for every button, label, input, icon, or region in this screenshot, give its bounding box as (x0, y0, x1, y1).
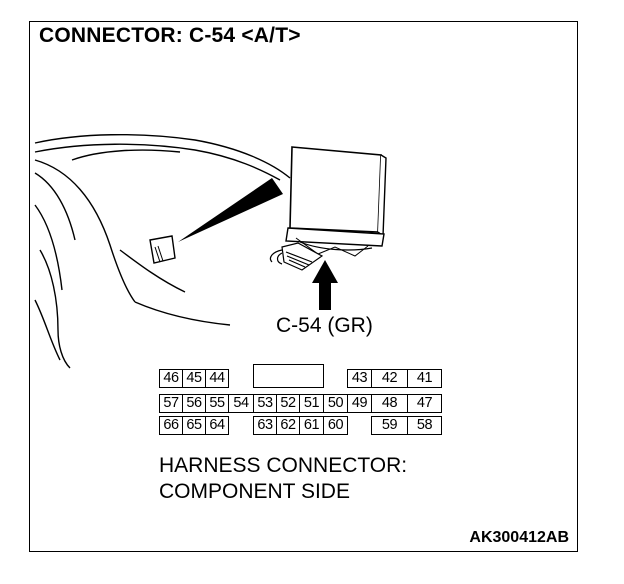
pointer-arrow (312, 260, 338, 310)
pin-cell: 60 (323, 416, 348, 435)
page-title: CONNECTOR: C-54 <A/T> (39, 24, 301, 47)
dash-connector-location (149, 178, 283, 264)
pin-cell: 65 (182, 416, 206, 435)
pin-cell: 45 (182, 369, 206, 388)
harness-plug (269, 242, 324, 271)
pin-cell: 52 (276, 394, 300, 413)
pin-cell: 66 (159, 416, 183, 435)
control-unit-box (285, 146, 387, 257)
pin-cell: 57 (159, 394, 183, 413)
connector-label: C-54 (GR) (276, 314, 373, 337)
figure-code: AK300412AB (469, 529, 569, 546)
pin-cell: 44 (205, 369, 229, 388)
dashboard-outline (34, 133, 291, 369)
pin-cell: 51 (299, 394, 324, 413)
pin-cell: 49 (347, 394, 372, 413)
pin-cell: 58 (407, 416, 442, 435)
harness-caption-line: COMPONENT SIDE (159, 480, 350, 503)
pin-cell: 47 (407, 394, 442, 413)
pin-cell: 53 (253, 394, 277, 413)
pin-cell: 43 (347, 369, 372, 388)
pin-cell: 54 (228, 394, 254, 413)
pin-cell: 50 (323, 394, 348, 413)
figure-frame (29, 21, 578, 552)
pin-cell: 56 (182, 394, 206, 413)
pin-cell: 63 (253, 416, 277, 435)
pin-cell: 42 (371, 369, 408, 388)
connector-lock-tab (253, 364, 324, 388)
pin-cell: 62 (276, 416, 300, 435)
pin-cell: 64 (205, 416, 229, 435)
pin-cell: 59 (371, 416, 408, 435)
pin-cell: 61 (299, 416, 324, 435)
pin-cell: 55 (205, 394, 229, 413)
harness-caption-line: HARNESS CONNECTOR: (159, 454, 408, 477)
pin-cell: 48 (371, 394, 408, 413)
harness-caption: HARNESS CONNECTOR: COMPONENT SIDE (159, 453, 407, 505)
pin-cell: 41 (407, 369, 442, 388)
pin-cell: 46 (159, 369, 183, 388)
